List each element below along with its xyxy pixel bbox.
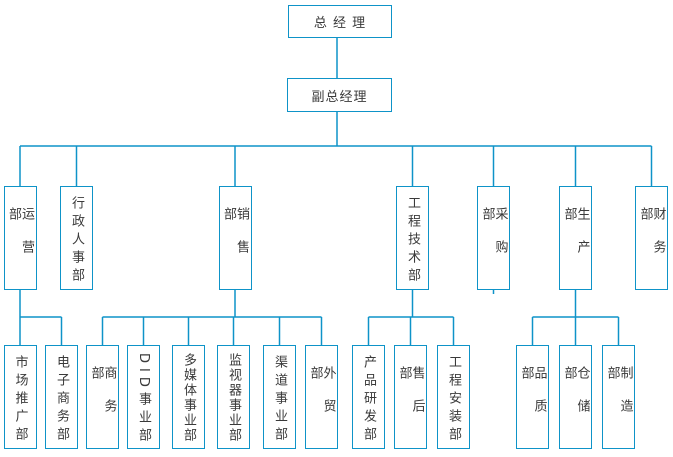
node-label: 总 经 理 [313, 16, 367, 31]
node-label: 财务部 [637, 207, 666, 273]
node-label: 行政人事部 [69, 195, 84, 286]
node-foreign-trade-dept: 外贸部 [305, 345, 338, 449]
node-marketing-dept: 市场推广部 [3, 345, 37, 449]
node-rnd-dept: 产品研发部 [352, 345, 385, 449]
node-label: DID事业部 [136, 353, 151, 446]
node-sales-dept: 销售部 [218, 186, 252, 290]
node-label: 多媒体事业部 [181, 353, 196, 443]
node-label: 副总经理 [311, 89, 368, 105]
node-label: 运营部 [6, 207, 34, 273]
node-ecommerce-dept: 电子商务部 [45, 345, 78, 449]
node-label: 生产部 [561, 207, 590, 273]
node-business-dept: 商务部 [86, 345, 119, 449]
node-operations-dept: 运营部 [3, 186, 37, 290]
node-label: 产品研发部 [361, 354, 376, 445]
node-label: 工程安装部 [446, 354, 461, 445]
node-manufacturing-dept: 制造部 [602, 345, 635, 449]
node-label: 外贸部 [307, 366, 336, 432]
node-label: 采购部 [479, 207, 508, 273]
node-label: 监视器事业部 [226, 353, 241, 443]
node-label: 渠道事业部 [272, 354, 287, 445]
node-label: 仓储部 [561, 366, 590, 432]
node-purchasing-dept: 采购部 [477, 186, 510, 290]
node-label: 商务部 [88, 366, 117, 432]
node-deputy-general-manager: 副总经理 [287, 78, 392, 112]
node-quality-dept: 品质部 [516, 345, 549, 449]
node-engineering-tech-dept: 工程技术部 [396, 186, 429, 290]
node-installation-dept: 工程安装部 [437, 345, 470, 449]
node-after-sales-dept: 售后部 [394, 345, 427, 449]
node-monitor-division: 监视器事业部 [217, 345, 250, 449]
node-label: 售后部 [396, 366, 425, 432]
node-label: 电子商务部 [54, 354, 69, 445]
node-production-dept: 生产部 [559, 186, 592, 290]
node-warehouse-dept: 仓储部 [559, 345, 592, 449]
node-label: 品质部 [518, 366, 547, 432]
node-multimedia-division: 多媒体事业部 [172, 345, 205, 449]
node-channel-division: 渠道事业部 [263, 345, 296, 449]
node-general-manager: 总 经 理 [288, 5, 392, 38]
node-label: 市场推广部 [12, 354, 28, 445]
node-label: 制造部 [604, 366, 633, 432]
node-label: 销售部 [221, 207, 249, 273]
node-did-division: DID事业部 [127, 345, 160, 449]
node-finance-dept: 财务部 [635, 186, 668, 290]
node-hr-admin-dept: 行政人事部 [60, 186, 93, 290]
node-label: 工程技术部 [405, 195, 420, 286]
